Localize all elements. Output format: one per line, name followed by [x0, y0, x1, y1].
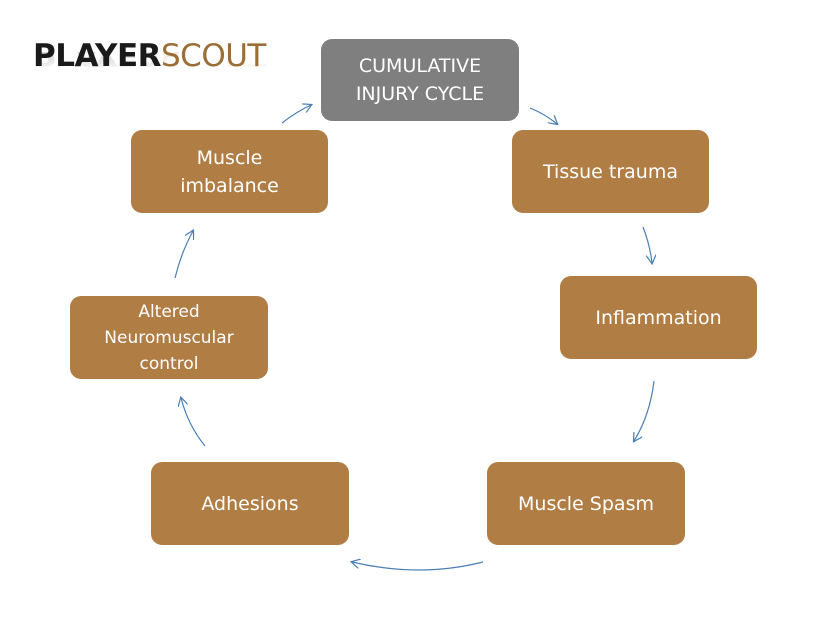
player-scout-logo: PLAYERSCOUT [33, 36, 266, 76]
node-tissue-trauma: Tissue trauma [512, 130, 709, 213]
arrow-imbalance-to-title [281, 105, 311, 124]
cycle-title: CUMULATIVE INJURY CYCLE [355, 55, 485, 105]
arrow-neuromuscular-to-imbalance [174, 231, 193, 279]
node-label: Altered Neuromuscular control [104, 301, 234, 374]
node-label: Tissue trauma [543, 160, 678, 183]
arrow-tissue-trauma-to-inflammation [642, 226, 652, 263]
node-adhesions: Adhesions [151, 462, 349, 545]
node-inflammation: Inflammation [560, 276, 757, 359]
arrow-adhesions-to-neuromuscular [181, 398, 206, 447]
node-label: Adhesions [201, 492, 299, 515]
node-muscle-imbalance: Muscle imbalance [131, 130, 328, 213]
node-label: Muscle Spasm [518, 492, 654, 515]
node-muscle-spasm: Muscle Spasm [487, 462, 685, 545]
node-altered-neuromuscular-control: Altered Neuromuscular control [70, 296, 268, 379]
arrow-inflammation-to-muscle-spasm [634, 380, 655, 441]
arrow-title-to-tissue-trauma [529, 107, 557, 124]
logo-scout-text: SCOUT [161, 38, 266, 74]
node-label: Muscle imbalance [180, 146, 279, 197]
logo-player-text: PLAYER [33, 38, 162, 74]
arrow-muscle-spasm-to-adhesions [352, 562, 484, 571]
cycle-title-box: CUMULATIVE INJURY CYCLE [321, 39, 519, 121]
node-label: Inflammation [595, 306, 722, 329]
